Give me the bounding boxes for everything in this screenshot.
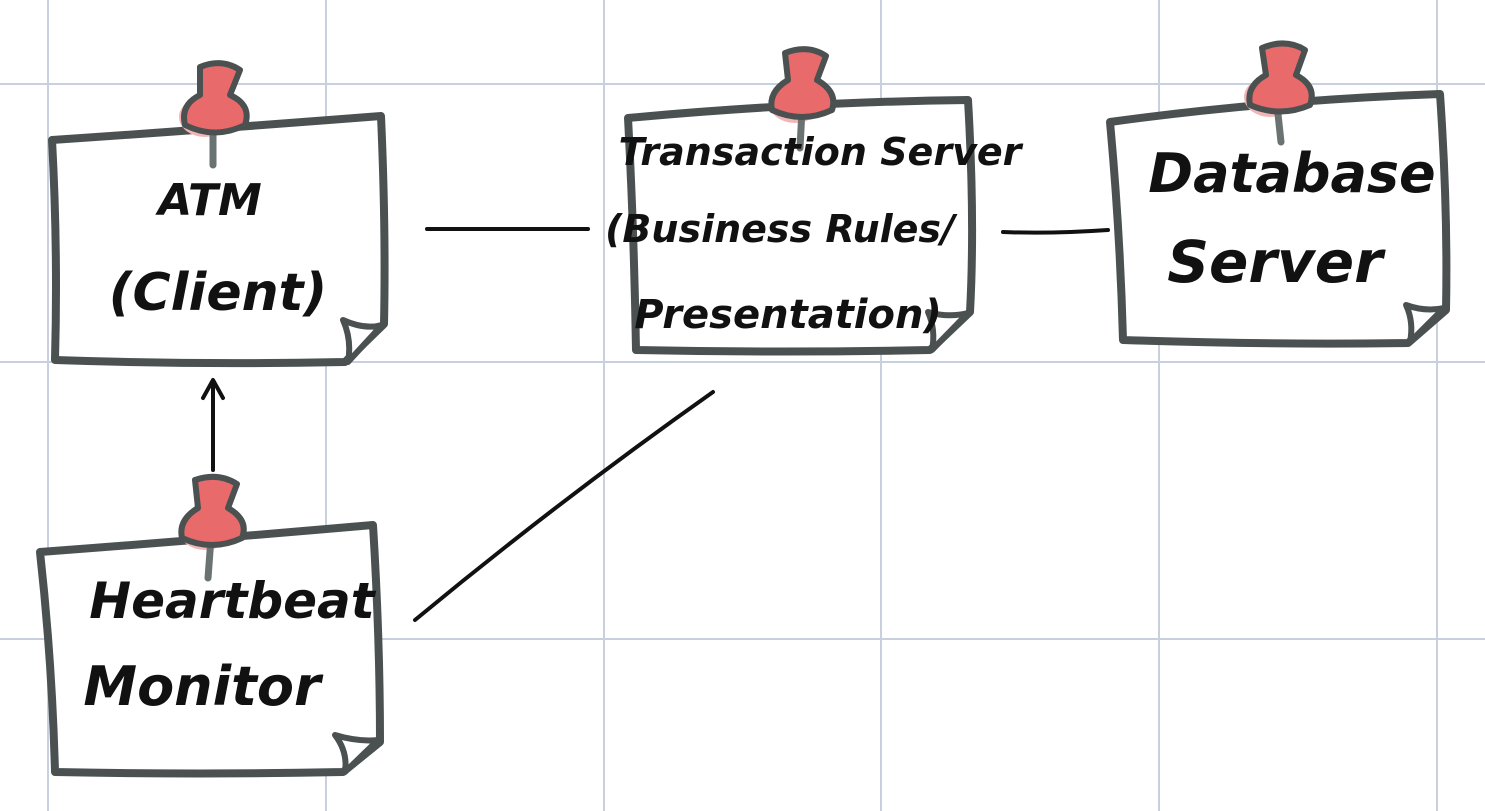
note-curled-corner — [1403, 302, 1447, 345]
note-paper — [48, 112, 389, 368]
note-curled-corner — [925, 309, 971, 353]
note-heartbeat-monitor[interactable]: Heartbeat Monitor — [36, 473, 384, 778]
connector-transaction-database[interactable] — [1001, 228, 1110, 235]
pushpin-icon — [179, 60, 250, 169]
note-curled-corner — [332, 732, 381, 775]
note-atm-line2: (Client) — [109, 263, 328, 323]
note-atm[interactable]: ATM (Client) — [48, 60, 389, 368]
note-transaction-line3: Presentation) — [634, 292, 942, 338]
pushpin-icon — [768, 46, 837, 152]
arrowhead-icon — [201, 378, 225, 400]
note-database-line1: Database — [1148, 142, 1435, 205]
pushpin-icon — [178, 473, 247, 582]
note-transaction-server[interactable]: Transaction Server (Business Rules/ Pres… — [605, 46, 1024, 356]
note-database-line2: Server — [1167, 228, 1386, 296]
note-heartbeat-line1: Heartbeat — [89, 572, 376, 630]
note-transaction-line1: Transaction Server — [619, 130, 1024, 174]
note-curled-corner — [340, 317, 385, 365]
connector-heartbeat-transaction[interactable] — [413, 390, 715, 622]
note-database-server[interactable]: Database Server — [1106, 40, 1451, 348]
connectors — [201, 227, 1110, 622]
note-atm-line1: ATM — [155, 175, 262, 226]
note-heartbeat-line2: Monitor — [83, 655, 324, 718]
note-transaction-line2: (Business Rules/ — [605, 207, 958, 251]
pushpin-icon — [1244, 40, 1315, 146]
